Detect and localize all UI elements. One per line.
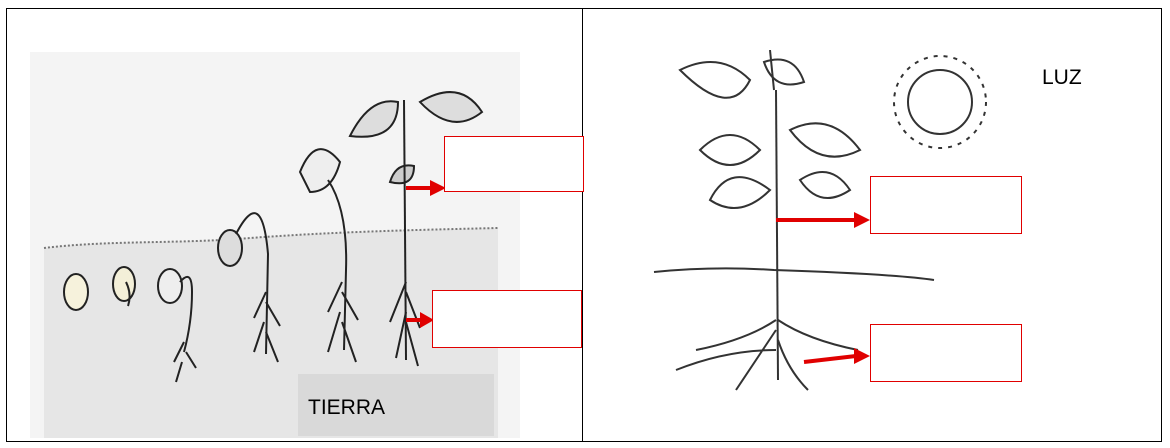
- seed-icon: [64, 274, 88, 310]
- soil-label: TIERRA: [308, 396, 385, 420]
- answer-box-stem[interactable]: [444, 136, 584, 192]
- sun-icon: [894, 56, 986, 148]
- answer-box-roots-right[interactable]: [870, 324, 1022, 382]
- arrow-icon: [776, 212, 870, 228]
- answer-box-roots[interactable]: [432, 290, 582, 348]
- light-label: LUZ: [1042, 66, 1082, 90]
- germination-illustration: [30, 52, 585, 442]
- arrow-icon: [804, 348, 870, 364]
- answer-box-stem-right[interactable]: [870, 176, 1022, 234]
- germination-panel: [30, 52, 585, 442]
